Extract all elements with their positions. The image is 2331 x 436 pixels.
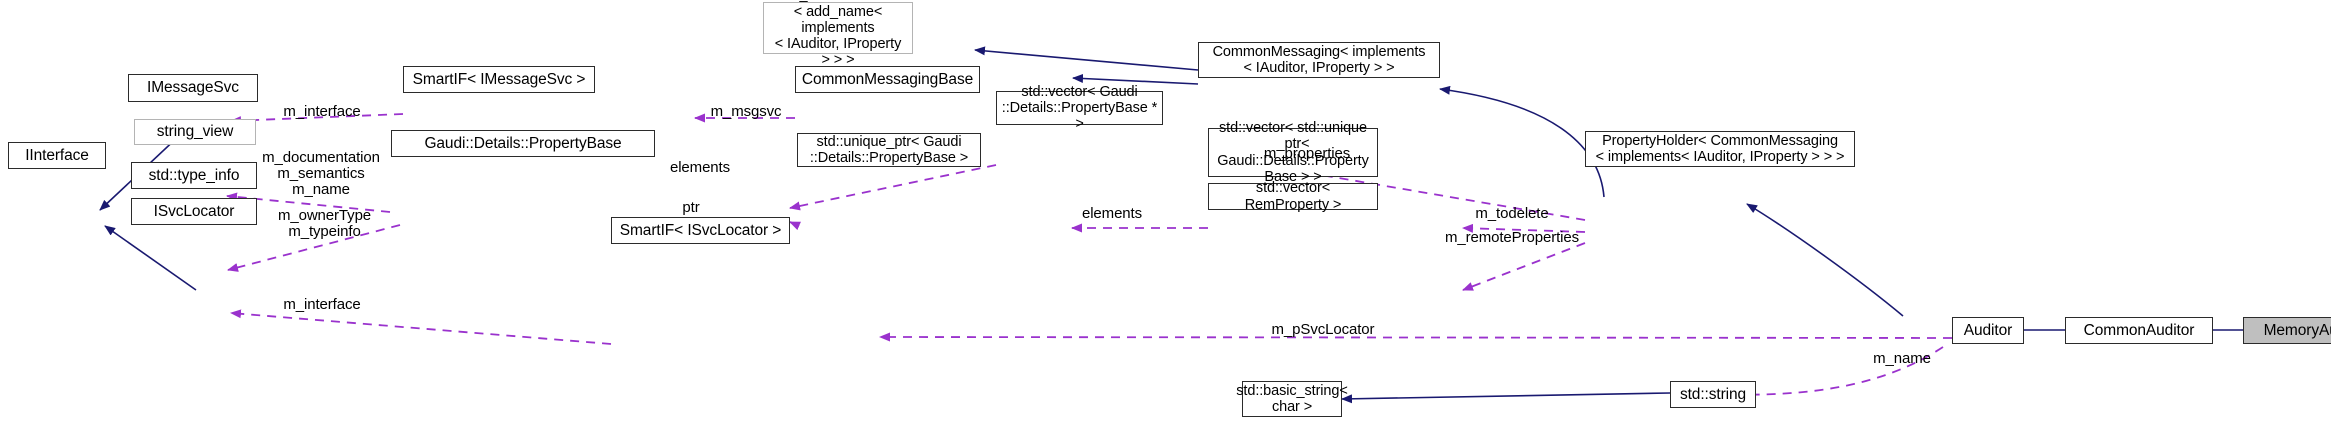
edge-label-ptr: ptr	[682, 199, 700, 216]
node-smartif-isvclocator[interactable]: SmartIF< ISvcLocator >	[611, 217, 790, 244]
node-propertyholder[interactable]: PropertyHolder< CommonMessaging < implem…	[1585, 131, 1855, 167]
node-memoryauditor[interactable]: MemoryAuditor	[2243, 317, 2331, 344]
node-imessagesvc[interactable]: IMessageSvc	[128, 74, 258, 102]
inheritance-edges	[99, 46, 2243, 404]
edge-label-m-ownertype: m_ownerType m_typeinfo	[277, 207, 372, 241]
node-std-string[interactable]: std::string	[1670, 381, 1756, 408]
node-auditor[interactable]: Auditor	[1952, 317, 2024, 344]
edge-label-m-remoteproperties: m_remoteProperties	[1444, 229, 1580, 246]
node-add-servicelocator[interactable]: add_serviceLocator < add_name< implement…	[763, 0, 913, 68]
node-isvclocator[interactable]: ISvcLocator	[131, 198, 257, 225]
edge-label-m-documentation: m_documentation m_semantics m_name	[262, 149, 380, 199]
node-iinterface[interactable]: IInterface	[8, 142, 106, 169]
edge-label-m-interface-svclocator: m_interface	[283, 296, 361, 313]
edge-label-elements-top: elements	[669, 159, 731, 176]
edge-label-m-todelete: m_todelete	[1475, 205, 1549, 222]
node-gaudi-details-propertybase[interactable]: Gaudi::Details::PropertyBase	[391, 130, 655, 157]
node-commonmessagingbase[interactable]: CommonMessagingBase	[795, 66, 980, 93]
edge-label-m-interface-messagesvc: m_interface	[283, 103, 361, 120]
node-commonmessaging[interactable]: CommonMessaging< implements < IAuditor, …	[1198, 42, 1440, 78]
node-vector-remproperty[interactable]: std::vector< RemProperty >	[1208, 180, 1378, 213]
edge-label-m-properties: m_properties	[1263, 145, 1351, 162]
node-std-type-info[interactable]: std::type_info	[131, 162, 257, 189]
node-unique-ptr-propertybase[interactable]: std::unique_ptr< Gaudi ::Details::Proper…	[797, 133, 981, 167]
node-smartif-imessagesvc[interactable]: SmartIF< IMessageSvc >	[403, 66, 595, 93]
edge-label-m-name-auditor: m_name	[1873, 350, 1931, 367]
node-commonauditor[interactable]: CommonAuditor	[2065, 317, 2213, 344]
node-string-view[interactable]: string_view	[134, 119, 256, 145]
edge-label-elements-mid: elements	[1081, 205, 1143, 222]
edge-label-m-psvclocator: m_pSvcLocator	[1271, 321, 1375, 338]
edge-label-m-msgsvc: m_msgsvc	[710, 103, 782, 120]
node-vector-propertybase-pointer[interactable]: std::vector< Gaudi ::Details::PropertyBa…	[996, 84, 1163, 132]
node-std-basic-string[interactable]: std::basic_string< char >	[1236, 381, 1348, 417]
